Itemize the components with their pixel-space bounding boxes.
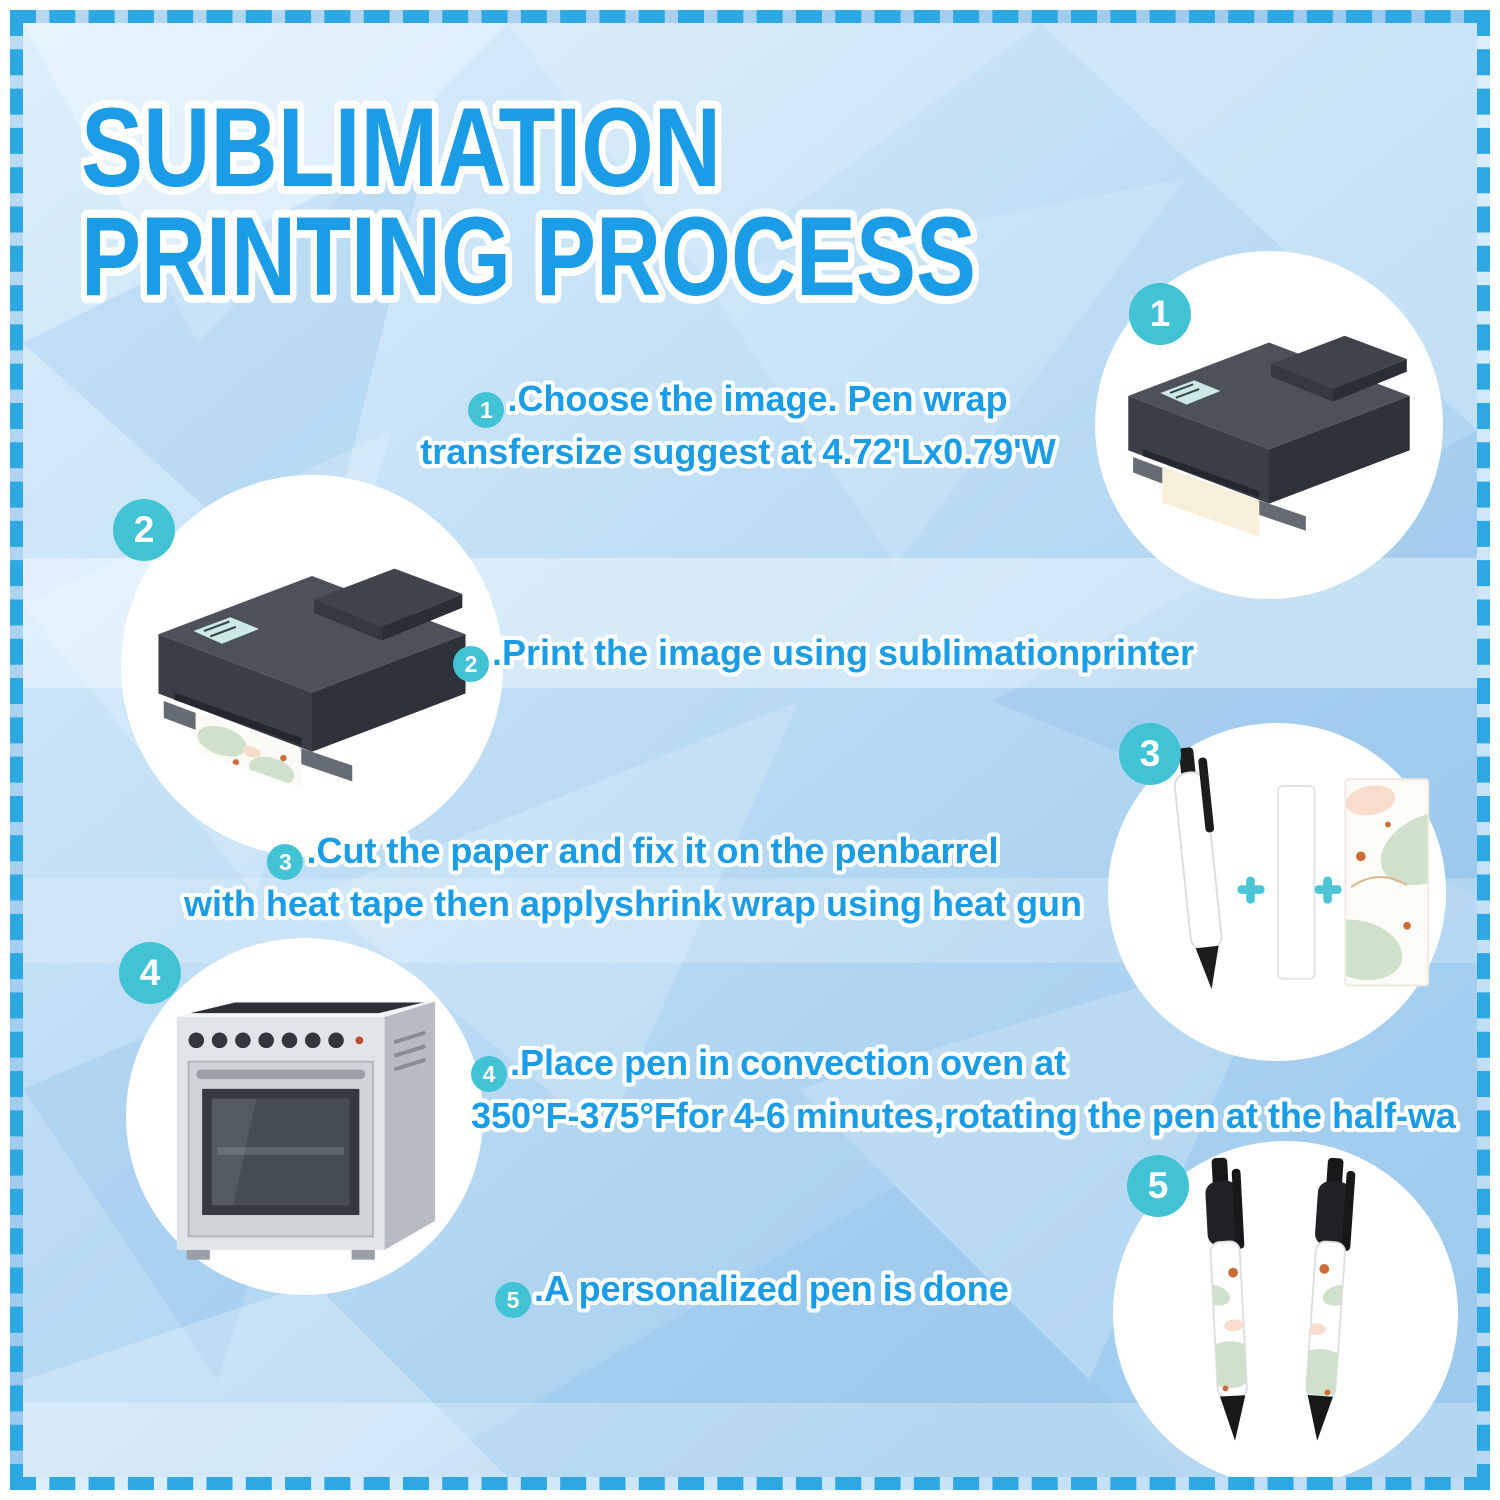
printer-body xyxy=(158,568,466,782)
step-4-illustration-circle xyxy=(126,938,483,1295)
step-5-line-1-text: .A personalized pen is done xyxy=(534,1268,1009,1309)
paper-tray-flap xyxy=(1257,499,1306,531)
step-2-text: 2.Print the image using sublimationprint… xyxy=(453,629,1194,682)
plus-icon xyxy=(1237,876,1265,904)
step-5-step-number: 5 xyxy=(1127,1155,1189,1217)
oven-icon xyxy=(176,1001,435,1260)
step-5-text: 5.A personalized pen is done xyxy=(495,1265,1195,1318)
blank-paper-sheet xyxy=(1162,466,1260,537)
step-1-line-1: 1.Choose the image. Pen wrap xyxy=(353,375,1123,428)
blank-pen xyxy=(1173,747,1223,990)
step-3-line-1-text: .Cut the paper and fix it on the penbarr… xyxy=(306,830,999,871)
step-4-line-1: 4.Place pen in convection oven at xyxy=(471,1039,1477,1092)
step-1-step-number: 1 xyxy=(1129,283,1191,345)
step-3-line-2: with heat tape then applyshrink wrap usi… xyxy=(183,883,1083,924)
step-3-text: 3.Cut the paper and fix it on the penbar… xyxy=(78,827,1188,928)
step-5-number-badge: 5 xyxy=(495,1282,531,1318)
title-line-2: PRINTING PROCESS xyxy=(81,194,976,318)
step-2-step-number: 2 xyxy=(113,499,175,561)
paper-slot xyxy=(174,692,302,746)
step-4-number-badge: 4 xyxy=(471,1056,507,1092)
finished-pen xyxy=(1204,1157,1248,1441)
step-4-text: 4.Place pen in convection oven at 350°F-… xyxy=(471,1039,1477,1140)
step-3-step-number: 3 xyxy=(1119,723,1181,785)
printer-icon xyxy=(1128,335,1410,537)
poster-canvas: SUBLIMATION PRINTING PROCESS 1.Choose th… xyxy=(10,10,1490,1490)
side-vents xyxy=(393,1030,426,1071)
indicator-light xyxy=(354,1035,363,1044)
step-3-line-1: 3.Cut the paper and fix it on the penbar… xyxy=(78,827,1188,880)
step-1-line-1-text: .Choose the image. Pen wrap xyxy=(507,378,1008,419)
step-2-illustration-circle xyxy=(121,475,503,857)
printer-icon xyxy=(158,568,466,788)
step-2-line-1-text: .Print the image using sublimationprinte… xyxy=(492,632,1195,673)
step-4-line-2: 350°F-375°Ffor 4-6 minutes,rotating the … xyxy=(471,1095,1456,1136)
step-1-number-badge: 1 xyxy=(468,392,505,428)
step-2-line-1: 2.Print the image using sublimationprint… xyxy=(453,629,1194,682)
printer-body xyxy=(1128,335,1410,531)
pen-wrap-paper-icon xyxy=(1173,747,1430,990)
title-line-1: SUBLIMATION xyxy=(81,85,721,210)
finished-pen xyxy=(1304,1157,1355,1441)
control-knobs xyxy=(188,1032,344,1048)
paper-tray-flap xyxy=(1133,457,1165,485)
step-2-number-badge: 2 xyxy=(453,646,489,682)
cooktop xyxy=(189,1001,423,1013)
paper-tray-flap xyxy=(163,700,198,731)
page-title: SUBLIMATION PRINTING PROCESS xyxy=(81,78,984,318)
step-1-text: 1.Choose the image. Pen wrap transfersiz… xyxy=(353,375,1123,476)
finished-pens-icon xyxy=(1204,1157,1355,1441)
oven-body xyxy=(176,1001,435,1260)
step-4-line-1-text: .Place pen in convection oven at xyxy=(510,1042,1067,1083)
step-1-illustration-circle xyxy=(1095,251,1443,599)
paper-tray-flap xyxy=(299,747,353,782)
door-handle xyxy=(195,1068,365,1079)
printed-wrap-paper xyxy=(1345,779,1429,986)
paper-slot xyxy=(1142,449,1260,498)
shrink-wrap-strip xyxy=(1277,785,1316,980)
step-1-line-2: transfersize suggest at 4.72'Lx0.79'W xyxy=(420,431,1056,472)
plus-icon xyxy=(1314,876,1342,904)
step-4-step-number: 4 xyxy=(119,942,181,1004)
step-3-number-badge: 3 xyxy=(267,844,304,880)
step-5-line-1: 5.A personalized pen is done xyxy=(495,1265,1195,1318)
